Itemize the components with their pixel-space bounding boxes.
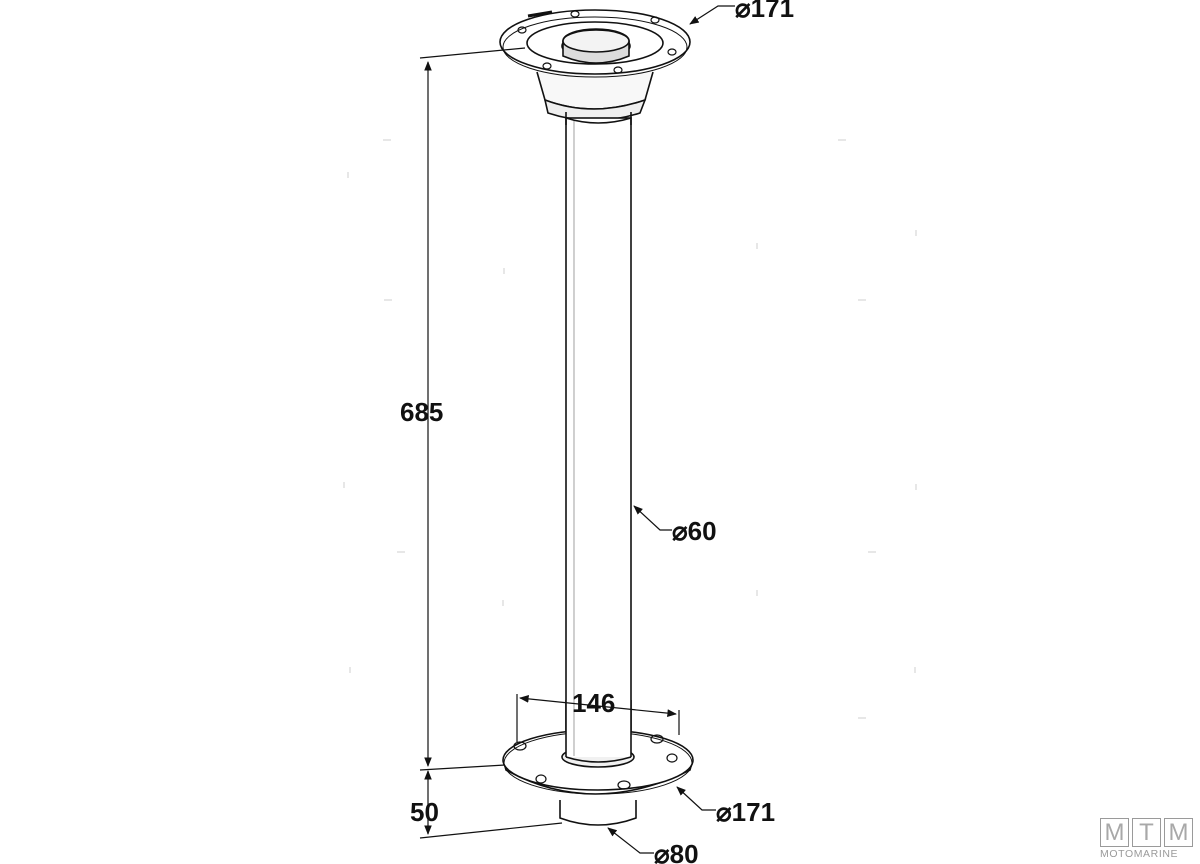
logo-letter-m: M bbox=[1100, 818, 1129, 847]
logo-letter-t: T bbox=[1132, 818, 1161, 847]
dimension-lines bbox=[419, 5, 735, 854]
pedestal-tube bbox=[565, 112, 632, 759]
top-flange-holes bbox=[517, 10, 677, 74]
tube-diameter-label: ⌀60 bbox=[672, 516, 717, 546]
spigot-height-label: 50 bbox=[410, 797, 439, 827]
base-flange bbox=[502, 700, 694, 826]
overall-height-label: 685 bbox=[400, 397, 443, 427]
base-flange-holes bbox=[513, 734, 678, 790]
motomarine-logo: M T M MOTOMARINE bbox=[1100, 818, 1196, 862]
bolt-spacing-label: 146 bbox=[572, 688, 615, 718]
top-flange-diameter-label: ⌀171 bbox=[735, 0, 794, 23]
crop-marks bbox=[343, 139, 917, 719]
top-flange bbox=[499, 9, 691, 122]
logo-letter-m2: M bbox=[1164, 818, 1193, 847]
logo-letters: M T M bbox=[1100, 818, 1196, 847]
spigot-diameter-label: ⌀80 bbox=[654, 839, 699, 864]
logo-name: MOTOMARINE bbox=[1100, 848, 1179, 860]
base-flange-diameter-label: ⌀171 bbox=[716, 797, 775, 827]
